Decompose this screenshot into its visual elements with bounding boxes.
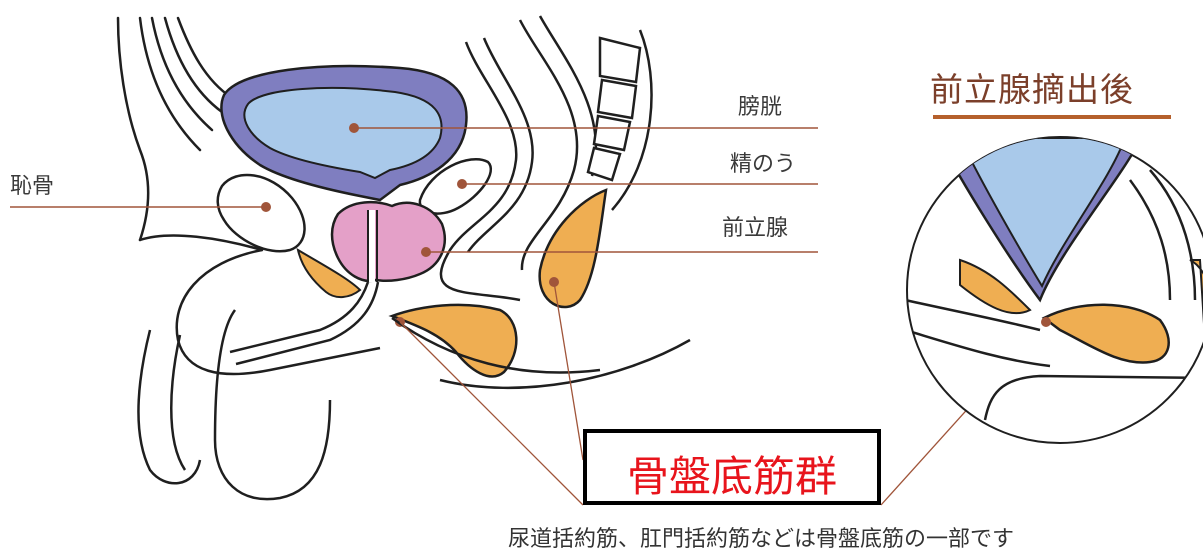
label-bladder: 膀胱: [738, 97, 782, 119]
sacrum: [588, 30, 652, 210]
diagram-caption: 尿道括約筋、肛門括約筋などは骨盤底筋の一部です: [508, 521, 1014, 553]
after-removal-circle: [905, 137, 1203, 443]
label-seminal-vesicle: 精のう: [730, 154, 796, 176]
pelvic-floor-highlight-box: 骨盤底筋群: [583, 429, 881, 505]
after-removal-underline: [933, 115, 1171, 119]
anal-sphincter-muscle: [540, 190, 606, 307]
label-prostate: 前立腺: [722, 218, 788, 240]
pubic-bone: [218, 175, 305, 251]
pelvic-floor-highlight-text: 骨盤底筋群: [587, 443, 877, 504]
label-pubic-bone: 恥骨: [10, 176, 54, 198]
prostate: [332, 202, 445, 282]
after-removal-title: 前立腺摘出後: [930, 63, 1134, 111]
